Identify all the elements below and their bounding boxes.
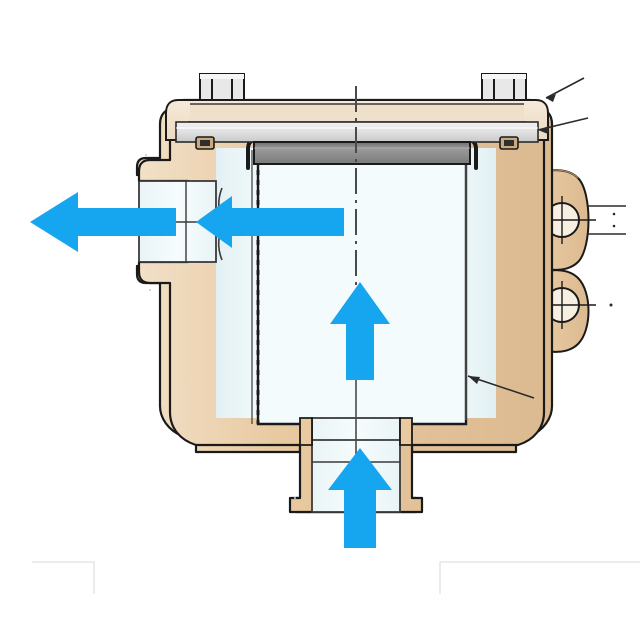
leader-lower-right: [467, 375, 535, 399]
leader-bracket-upper: [588, 205, 626, 235]
faint-rule-bottom-right: [439, 561, 640, 594]
cover-bolt-left: [199, 73, 245, 101]
inlet-port-collar: [299, 417, 413, 446]
cover-bolt-right: [481, 73, 527, 101]
leader-bracket-lower: [609, 303, 613, 307]
cover-gasket: [253, 141, 471, 165]
leader-top-right-upper: [545, 77, 585, 102]
faint-rule-bottom-left: [32, 561, 95, 594]
cover-corner-seat-left: [195, 136, 215, 150]
arrow-outlet-near: [196, 196, 344, 248]
filter-screen-perforation: [251, 150, 260, 424]
leader-top-right-lower: [537, 117, 589, 134]
artifact-specks: [145, 154, 296, 499]
cover-corner-seat-right: [499, 136, 519, 150]
outlet-flange-lip: [138, 159, 170, 284]
arrow-outlet-far: [30, 192, 176, 252]
arrow-chamber-up: [330, 282, 390, 380]
arrow-inlet-up: [328, 448, 392, 548]
